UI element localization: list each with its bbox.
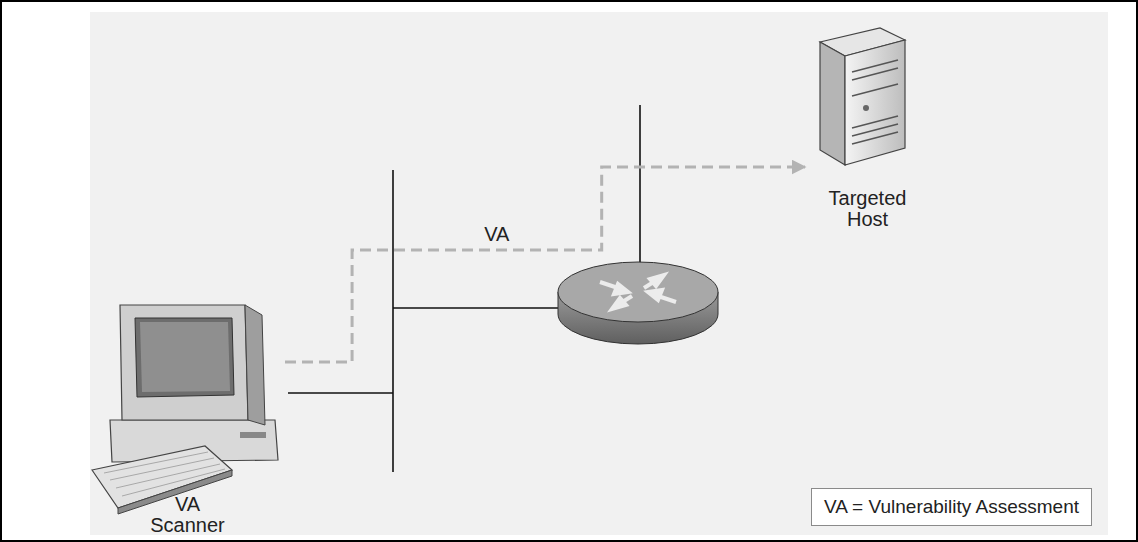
computer-icon (92, 305, 278, 514)
router-symbol (558, 262, 718, 344)
node-label: Targeted Host (820, 188, 916, 230)
legend-box: VA = Vulnerability Assessment (811, 488, 1092, 526)
node-label: VA Scanner (140, 494, 236, 536)
panel-ground (90, 12, 1108, 535)
node-label: VA = Vulnerability Assessment (824, 496, 1079, 518)
dashed-connector (285, 167, 805, 362)
server-icon (820, 28, 905, 165)
computer-node: VA Scanner (90, 300, 285, 536)
server-node: Targeted Host (805, 25, 930, 230)
connector-label: VA (481, 224, 512, 245)
